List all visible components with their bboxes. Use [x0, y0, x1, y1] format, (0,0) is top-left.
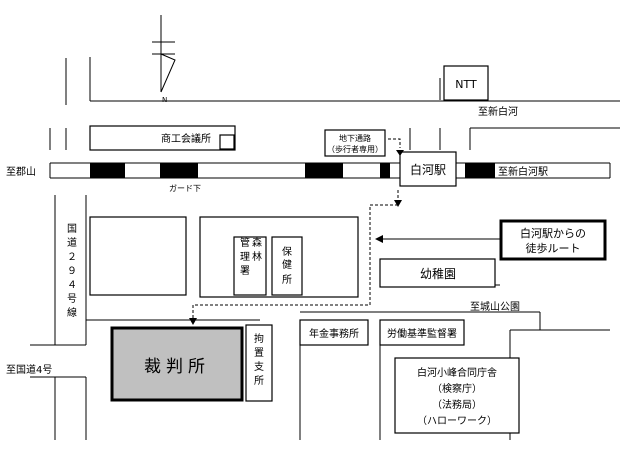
svg-text:４: ４: [67, 280, 77, 291]
building-goudou: [394, 357, 520, 434]
building-shoko: [89, 125, 236, 151]
label-kochi-4: 所: [254, 375, 264, 387]
label-route-1: 白河駅からの: [520, 226, 586, 240]
svg-text:線: 線: [67, 306, 77, 319]
svg-text:９: ９: [67, 266, 77, 277]
label-youchien: 幼稚園: [420, 267, 456, 281]
label-shoko: 商工会議所: [161, 132, 211, 145]
building-shoko-annex: [219, 134, 235, 150]
block-left: [89, 216, 187, 296]
label-goudou-3: （法務局）: [432, 398, 482, 411]
label-nenkin: 年金事務所: [309, 327, 359, 340]
building-kochi: [245, 324, 273, 402]
label-hoken-1: 保: [282, 245, 292, 258]
route-arrow-icon-2: [394, 200, 402, 207]
label-kokudo294: 国 道 ２ ９ ４ 号 線: [67, 223, 77, 319]
label-to-shin-shirakawa: 至新白河: [478, 105, 518, 118]
walking-route-box: [499, 219, 607, 261]
building-nenkin: [299, 319, 369, 346]
building-shirakawa-station: [399, 151, 457, 187]
building-kanrin: [233, 236, 267, 296]
underground-passage-box: [324, 129, 386, 157]
railway: [49, 162, 611, 179]
building-hoken: [271, 236, 303, 296]
route-pointer-arrow-icon: [375, 235, 383, 243]
label-chika-2: （歩行者専用）: [327, 144, 383, 154]
svg-text:号: 号: [67, 293, 77, 305]
route-arrow-icon-3: [189, 318, 197, 325]
label-to-shiroyama: 至城山公園: [470, 301, 520, 313]
label-hoken-3: 所: [282, 274, 292, 286]
label-shirakawa-station: 白河駅: [410, 162, 446, 177]
building-ntt: [443, 65, 489, 101]
label-guard-shita: ガード下: [169, 183, 201, 193]
label-kochi-3: 支: [254, 361, 264, 373]
north-label: N: [162, 96, 167, 104]
label-goudou-4: （ハローワーク）: [417, 415, 497, 427]
svg-text:２: ２: [67, 252, 77, 263]
route-arrow-icon-1: [396, 150, 404, 156]
label-court: 裁判所: [144, 357, 210, 377]
label-kanrin-4: 林: [252, 250, 262, 263]
svg-text:国: 国: [67, 223, 77, 235]
label-goudou-1: 白河小峰合同庁舎: [417, 366, 497, 379]
building-roudou: [379, 319, 465, 346]
svg-text:道: 道: [67, 236, 77, 249]
label-to-shin-shirakawa-eki: 至新白河駅: [498, 165, 548, 178]
label-kochi-1: 拘: [254, 332, 264, 345]
label-ntt: NTT: [455, 78, 477, 91]
building-court: [110, 326, 244, 402]
label-roudou: 労働基準監督署: [387, 327, 457, 340]
label-kanrin-1: 管: [240, 236, 250, 249]
label-to-kokudo4: 至国道4号: [6, 363, 52, 376]
north-arrow-icon: [152, 15, 176, 93]
label-kanrin-3: 理: [240, 251, 250, 263]
label-kanrin-2: 森: [252, 236, 262, 249]
label-hoken-2: 健: [282, 259, 292, 271]
label-chika-1: 地下通路: [339, 133, 371, 143]
label-to-koriyama: 至郡山: [6, 166, 36, 178]
label-kochi-2: 置: [254, 347, 264, 359]
label-kanrin-5: 署: [240, 265, 250, 277]
label-route-2: 徒歩ルート: [526, 241, 581, 255]
label-goudou-2: （検察庁）: [432, 382, 482, 395]
building-youchien: [379, 258, 496, 288]
